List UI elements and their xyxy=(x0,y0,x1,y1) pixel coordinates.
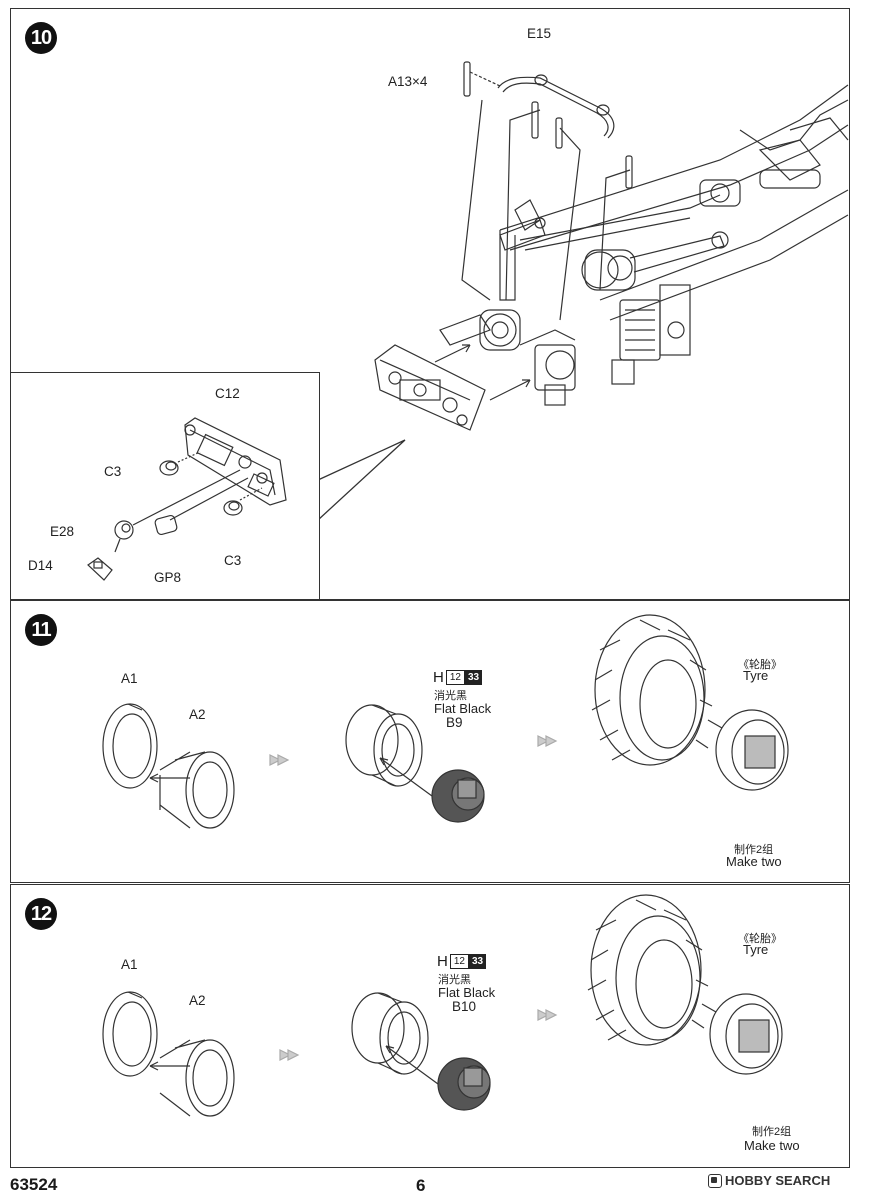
step12-tyre-chinese: 《轮胎》 xyxy=(738,933,782,945)
step11-tyre-chinese: 《轮胎》 xyxy=(738,659,782,671)
hobby-search-logo-icon xyxy=(708,1173,722,1188)
step11-make-english: Make two xyxy=(726,854,782,869)
part-label-gp8: GP8 xyxy=(154,570,182,585)
chassis-drawing xyxy=(317,61,849,521)
part-label-c3-bottom: C3 xyxy=(224,553,242,568)
step11-a1-label: A1 xyxy=(121,671,138,686)
step12-paint-chinese: 消光黑 xyxy=(438,974,471,986)
step11-tyre-english: Tyre xyxy=(743,668,769,683)
step-11-panel xyxy=(10,600,850,883)
step11-paint-english: Flat Black xyxy=(434,701,492,716)
step12-a1-label: A1 xyxy=(121,957,138,972)
front-bumper-inset-drawing xyxy=(87,417,287,581)
model-number: 63524 xyxy=(10,1175,58,1194)
step11-paint-chinese: 消光黑 xyxy=(434,690,467,702)
step12-paint-code: H 12 33 xyxy=(437,953,487,970)
step12-tyre-english: Tyre xyxy=(743,942,769,957)
step11-make-chinese: 制作2组 xyxy=(734,844,774,856)
part-label-c3-top: C3 xyxy=(104,464,122,479)
part-label-a13: A13×4 xyxy=(388,74,428,89)
watermark: HOBBY SEARCH xyxy=(708,1173,830,1188)
part-label-e15: E15 xyxy=(527,26,552,41)
step11-b-label: B9 xyxy=(446,715,463,730)
step12-make-chinese: 制作2组 xyxy=(752,1126,792,1138)
page-number: 6 xyxy=(416,1176,426,1195)
step12-b-label: B10 xyxy=(452,999,477,1014)
paint-code-1: 12 xyxy=(445,670,465,685)
step-12-drawing xyxy=(102,894,783,1117)
step12-make-english: Make two xyxy=(744,1138,800,1153)
paint-code-2: 33 xyxy=(468,954,487,969)
paint-prefix: H xyxy=(433,669,444,686)
step12-paint-english: Flat Black xyxy=(438,985,496,1000)
step-11-number: 11 xyxy=(25,614,57,646)
paint-prefix: H xyxy=(437,953,448,970)
part-label-c12: C12 xyxy=(215,386,240,401)
step11-paint-code: H 12 33 xyxy=(433,669,483,686)
step-10-number: 10 xyxy=(25,22,57,54)
watermark-text: HOBBY SEARCH xyxy=(725,1173,831,1188)
step-10-inset xyxy=(10,372,320,600)
step11-a2-label: A2 xyxy=(189,707,206,722)
paint-code-2: 33 xyxy=(464,670,483,685)
step-12-number: 12 xyxy=(25,898,57,930)
part-label-d14: D14 xyxy=(28,558,53,573)
paint-code-1: 12 xyxy=(449,954,469,969)
step-11-drawing xyxy=(102,614,789,829)
part-label-e28: E28 xyxy=(50,524,75,539)
step12-a2-label: A2 xyxy=(189,993,206,1008)
